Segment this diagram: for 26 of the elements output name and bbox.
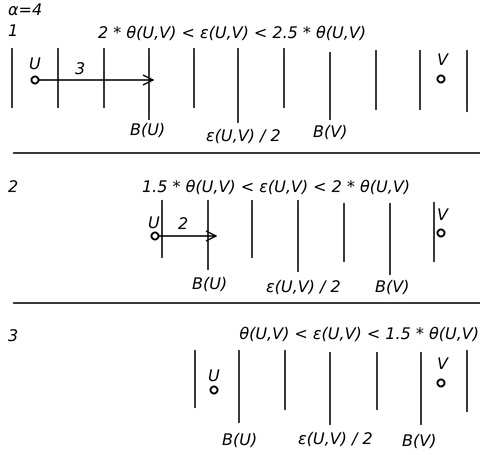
edge-label: 2 xyxy=(178,215,188,233)
boundary-label: B(U) xyxy=(222,431,258,449)
arrow xyxy=(159,230,217,242)
condition-text: 1.5 * θ(U,V) < ε(U,V) < 2 * θ(U,V) xyxy=(142,178,410,196)
boundary-label: B(U) xyxy=(130,121,166,139)
point-label: V xyxy=(437,51,448,69)
point-label: V xyxy=(437,355,448,373)
point-label: U xyxy=(29,55,41,73)
boundary-label: B(V) xyxy=(313,123,348,141)
boundary-label: B(V) xyxy=(375,278,410,296)
point-label: V xyxy=(437,206,448,224)
point-label: U xyxy=(208,367,220,385)
case-number: 2 xyxy=(8,178,18,196)
edge-label: 3 xyxy=(75,60,86,78)
boundary-label: B(U) xyxy=(192,275,228,293)
case-number: 1 xyxy=(8,22,18,40)
boundary-label: B(V) xyxy=(402,432,436,450)
condition-text: θ(U,V) < ε(U,V) < 1.5 * θ(U,V) xyxy=(239,325,479,343)
case-number: 3 xyxy=(8,327,18,345)
parameter-label: α=4 xyxy=(8,1,42,19)
boundary-label: ε(U,V) / 2 xyxy=(206,127,281,145)
boundary-label: ε(U,V) / 2 xyxy=(266,278,341,296)
boundary-label: ε(U,V) / 2 xyxy=(298,430,373,448)
point-label: U xyxy=(148,214,160,232)
arrow xyxy=(39,74,154,86)
condition-text: 2 * θ(U,V) < ε(U,V) < 2.5 * θ(U,V) xyxy=(98,24,366,42)
